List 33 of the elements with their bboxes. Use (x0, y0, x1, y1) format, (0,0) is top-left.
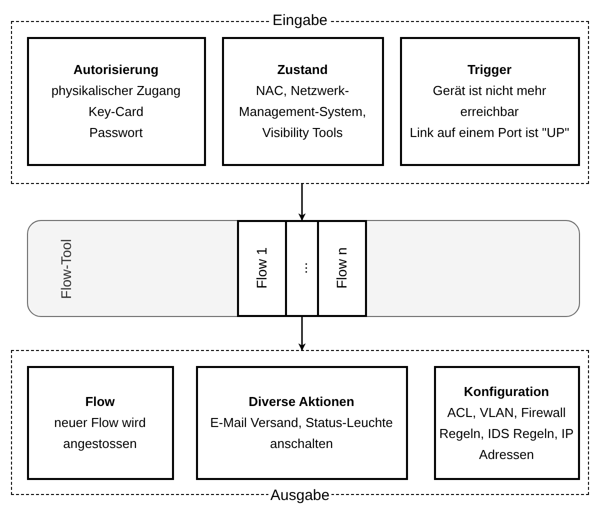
box-text: Passwort (89, 124, 143, 142)
box-heading: Autorisierung (73, 61, 159, 79)
box-heading: Zustand (277, 61, 328, 79)
box-text: Link auf einem Port ist "UP" (410, 124, 570, 142)
box-text: NAC, Netzwerk-Management-System, Visibility Tools (238, 82, 368, 142)
arrow (298, 317, 306, 351)
group-title: Eingabe (270, 12, 330, 29)
process-box (284, 220, 318, 316)
box-text: Key-Card (88, 103, 144, 121)
panel-title: Flow-Tool (58, 238, 74, 298)
box-heading: Trigger (467, 61, 512, 79)
rounded-panel (27, 220, 580, 317)
box-label: Flow 1 (254, 247, 270, 289)
box-heading: Flow (85, 393, 115, 411)
arrow (298, 184, 306, 221)
process-box (26, 36, 206, 166)
box-text: E-Mail Versand, Status-Leuchte anschalten (209, 414, 394, 453)
box-text: ACL, VLAN, Firewall Regeln, IDS Regeln, IP Adressen (438, 404, 574, 464)
box-label: Flow n (334, 247, 350, 289)
process-box (400, 36, 580, 166)
process-box (434, 366, 580, 480)
box-heading: Diverse Aktionen (248, 393, 354, 411)
box-heading: Konfiguration (464, 382, 550, 401)
box-label: ... (294, 262, 310, 274)
group-title: Ausgabe (268, 487, 332, 504)
process-box (236, 220, 286, 316)
box-text: neuer Flow wird angestossen (53, 414, 147, 453)
box-text: Gerät ist nicht mehr erreichbar (432, 82, 548, 121)
box-text: physikalischer Zugang (51, 82, 181, 100)
process-box (26, 366, 174, 480)
process-box (316, 220, 366, 316)
process-box (222, 36, 384, 166)
process-box (196, 366, 408, 480)
